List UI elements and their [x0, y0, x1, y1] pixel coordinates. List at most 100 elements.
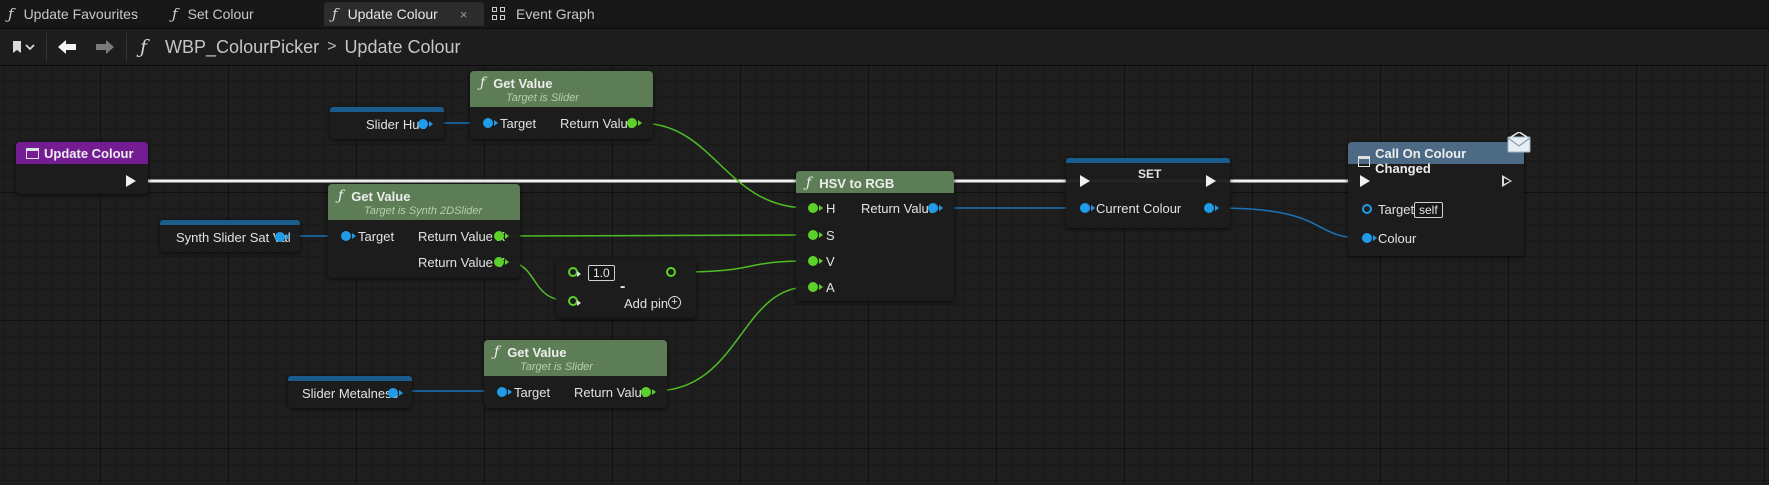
- h-in-pin[interactable]: [808, 203, 823, 213]
- exec-in-pin[interactable]: [1080, 175, 1090, 187]
- tab-bar: ƒ Update Favourites ƒ Set Colour ƒ Updat…: [0, 0, 1769, 29]
- pin-label: S: [826, 228, 835, 243]
- function-entry-node[interactable]: Update Colour: [16, 142, 148, 194]
- bookmark-dropdown-button[interactable]: [6, 35, 40, 59]
- pin-label: Target: [500, 116, 537, 131]
- breadcrumb-blueprint[interactable]: WBP_ColourPicker: [165, 36, 320, 57]
- pin-label: Target: [514, 385, 551, 400]
- b-in-pin[interactable]: [568, 296, 581, 306]
- return-value-out-pin[interactable]: [627, 118, 642, 128]
- node-header: ƒ HSV to RGB: [796, 171, 954, 193]
- function-icon: ƒ: [806, 175, 812, 191]
- function-icon: ƒ: [8, 5, 14, 23]
- tab-set-colour[interactable]: ƒ Set Colour: [164, 2, 262, 26]
- add-pin-icon[interactable]: +: [668, 296, 681, 309]
- variable-node-slider-hue[interactable]: Slider Hue: [330, 107, 444, 139]
- variable-node-synth-slider[interactable]: Synth Slider Sat Val: [160, 220, 300, 252]
- target-in-pin[interactable]: [1362, 204, 1372, 214]
- function-entry-icon: [26, 148, 39, 159]
- target-self-field[interactable]: self: [1414, 202, 1443, 218]
- return-value-y-out-pin[interactable]: [494, 257, 509, 267]
- tab-label: Set Colour: [187, 6, 254, 22]
- graph-toolbar: ƒ WBP_ColourPicker > Update Colour: [0, 29, 1769, 66]
- pin-label: Target: [358, 229, 395, 244]
- exec-out-pin[interactable]: [1206, 175, 1216, 187]
- set-variable-node[interactable]: SET Current Colour: [1066, 158, 1230, 228]
- exec-out-pin[interactable]: [126, 175, 136, 187]
- variable-out-pin[interactable]: [418, 119, 433, 129]
- pin-label: Current Colour: [1096, 201, 1182, 216]
- variable-label: Slider Hue: [366, 117, 427, 132]
- pin-label: V: [826, 254, 835, 269]
- breadcrumb-separator: >: [327, 38, 337, 55]
- pin-label: Return Value: [574, 385, 649, 400]
- node-header: ƒ Get Value Target is Slider: [470, 71, 653, 107]
- pin-label: Return Value: [861, 201, 936, 216]
- variable-label: Synth Slider Sat Val: [176, 230, 291, 245]
- pin-label: A: [826, 280, 835, 295]
- current-colour-out-pin[interactable]: [1204, 203, 1219, 213]
- forward-button[interactable]: [90, 35, 120, 59]
- pin-label: H: [826, 201, 836, 216]
- exec-in-pin[interactable]: [1360, 175, 1370, 187]
- a-in-pin[interactable]: [808, 282, 823, 292]
- node-title: SET: [1138, 167, 1162, 181]
- variable-node-slider-metalness[interactable]: Slider Metalness: [288, 376, 412, 408]
- tab-update-favourites[interactable]: ƒ Update Favourites: [0, 2, 146, 26]
- node-title: Get Value: [493, 75, 553, 91]
- node-title: HSV to RGB: [819, 175, 895, 191]
- close-icon[interactable]: ×: [459, 6, 468, 22]
- get-value-node-hue[interactable]: ƒ Get Value Target is Slider Target Retur…: [470, 71, 653, 139]
- function-icon: ƒ: [172, 5, 178, 23]
- breadcrumb: ƒ WBP_ColourPicker > Update Colour: [140, 35, 461, 59]
- node-title: Get Value: [507, 344, 567, 360]
- colour-in-pin[interactable]: [1362, 233, 1377, 243]
- tab-label: Update Favourites: [23, 6, 138, 22]
- v-in-pin[interactable]: [808, 256, 823, 266]
- s-in-pin[interactable]: [808, 230, 823, 240]
- function-icon: ƒ: [480, 75, 486, 91]
- add-pin-label[interactable]: Add pin: [624, 296, 669, 311]
- arrow-right-icon: [96, 40, 114, 54]
- node-subtitle: Target is Slider: [506, 92, 579, 104]
- tab-event-graph[interactable]: Event Graph: [484, 2, 603, 26]
- node-title: Update Colour: [44, 146, 134, 161]
- variable-out-pin[interactable]: [275, 232, 290, 242]
- pin-label: Return Value Y: [418, 255, 505, 270]
- bookmark-icon: [13, 41, 35, 53]
- breadcrumb-function[interactable]: Update Colour: [344, 36, 461, 57]
- current-colour-in-pin[interactable]: [1080, 203, 1095, 213]
- tab-label: Update Colour: [347, 6, 438, 22]
- node-title: Get Value: [351, 188, 411, 204]
- pin-label: Return Value: [560, 116, 635, 131]
- variable-out-pin[interactable]: [388, 388, 403, 398]
- result-out-pin[interactable]: [666, 267, 676, 277]
- node-title: Call On Colour Changed: [1375, 146, 1467, 176]
- back-button[interactable]: [52, 35, 82, 59]
- event-graph-icon: [492, 7, 506, 21]
- a-in-pin[interactable]: [568, 267, 581, 277]
- return-value-out-pin[interactable]: [928, 203, 943, 213]
- subtract-node[interactable]: 1.0 - Add pin +: [556, 260, 696, 318]
- function-icon: ƒ: [332, 5, 338, 23]
- subtract-symbol: -: [620, 278, 626, 295]
- function-icon: ƒ: [140, 36, 148, 58]
- arrow-left-icon: [58, 40, 76, 54]
- constant-value-field[interactable]: 1.0: [588, 265, 615, 281]
- return-value-x-out-pin[interactable]: [494, 231, 509, 241]
- pin-label: Colour: [1378, 231, 1417, 246]
- return-value-out-pin[interactable]: [641, 387, 656, 397]
- node-subtitle: Target is Synth 2DSlider: [364, 205, 483, 217]
- tab-update-colour[interactable]: ƒ Update Colour ×: [324, 2, 484, 26]
- exec-out-pin[interactable]: [1502, 175, 1512, 187]
- hsv-to-rgb-node[interactable]: ƒ HSV to RGB H Return Value S V A: [796, 171, 954, 301]
- call-on-colour-changed-node[interactable]: Call On Colour Changed Target self Colou…: [1348, 142, 1524, 256]
- target-in-pin[interactable]: [483, 118, 498, 128]
- node-header: Update Colour: [16, 142, 148, 164]
- target-in-pin[interactable]: [341, 231, 356, 241]
- target-in-pin[interactable]: [497, 387, 512, 397]
